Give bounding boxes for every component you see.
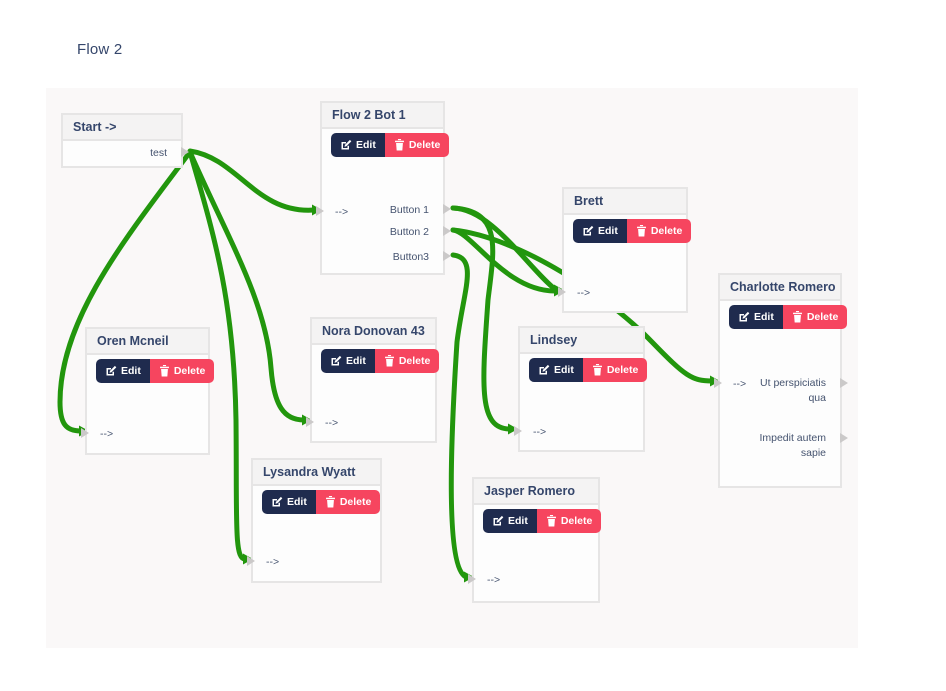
- edit-pencil-icon: [341, 139, 352, 150]
- flow-node-oren[interactable]: Oren Mcneil Edit Delete -->: [81, 327, 215, 455]
- edit-pencil-icon: [583, 225, 594, 236]
- trash-icon: [325, 496, 335, 508]
- node-actions: Edit Delete: [573, 219, 692, 243]
- node-title: Oren Mcneil: [87, 329, 208, 355]
- input-port[interactable]: [81, 428, 89, 438]
- input-port[interactable]: [247, 556, 255, 566]
- trash-icon: [159, 365, 169, 377]
- edit-button[interactable]: Edit: [331, 133, 385, 157]
- flow-node-lysandra[interactable]: Lysandra Wyatt Edit Delete -->: [247, 458, 382, 583]
- node-title: Brett: [564, 189, 686, 215]
- output-label: Button 2: [389, 226, 429, 238]
- trash-icon: [792, 311, 802, 323]
- output-label: Button 1: [389, 204, 429, 216]
- flow-node-charlotte[interactable]: Charlotte Romero Edit Delete --> Ut persp…: [714, 273, 848, 488]
- node-title: Charlotte Romero: [720, 275, 840, 301]
- delete-button[interactable]: Delete: [536, 509, 602, 533]
- trash-icon: [636, 225, 646, 237]
- flow-node-jasper[interactable]: Jasper Romero Edit Delete -->: [468, 477, 602, 603]
- input-label: -->: [266, 556, 280, 568]
- input-port[interactable]: [468, 574, 476, 584]
- page-title: Flow 2: [77, 41, 123, 58]
- delete-button[interactable]: Delete: [582, 358, 648, 382]
- edit-button[interactable]: Edit: [321, 349, 375, 373]
- trash-icon: [546, 515, 556, 527]
- edit-pencil-icon: [539, 364, 550, 375]
- output-port[interactable]: [443, 226, 451, 236]
- output-port[interactable]: [181, 147, 189, 157]
- input-port[interactable]: [316, 206, 324, 216]
- edit-pencil-icon: [493, 515, 504, 526]
- node-actions: Edit Delete: [262, 490, 381, 514]
- input-label: -->: [577, 287, 591, 299]
- input-port[interactable]: [558, 287, 566, 297]
- flow-node-lindsey[interactable]: Lindsey Edit Delete -->: [514, 326, 648, 452]
- delete-button[interactable]: Delete: [626, 219, 692, 243]
- flow-node-nora[interactable]: Nora Donovan 43 Edit Delete -->: [306, 317, 440, 443]
- output-port[interactable]: [443, 251, 451, 261]
- edit-button[interactable]: Edit: [573, 219, 627, 243]
- flow-node-start[interactable]: Start -> test: [61, 113, 189, 168]
- edit-button[interactable]: Edit: [483, 509, 537, 533]
- input-label: -->: [100, 428, 114, 440]
- trash-icon: [592, 364, 602, 376]
- page-header: Flow 2: [46, 28, 858, 88]
- input-port[interactable]: [514, 426, 522, 436]
- output-label: test: [150, 147, 167, 159]
- input-label: -->: [335, 206, 349, 218]
- node-actions: Edit Delete: [529, 358, 648, 382]
- flow-node-flow2bot1[interactable]: Flow 2 Bot 1 Edit Delete --> Button 1 Butt…: [316, 101, 451, 275]
- input-port[interactable]: [714, 378, 722, 388]
- node-actions: Edit Delete: [331, 133, 450, 157]
- input-label: -->: [325, 417, 339, 429]
- node-actions: Edit Delete: [96, 359, 215, 383]
- node-actions: Edit Delete: [483, 509, 602, 533]
- input-label: -->: [487, 574, 501, 586]
- trash-icon: [384, 355, 394, 367]
- output-port[interactable]: [840, 433, 848, 443]
- delete-button[interactable]: Delete: [149, 359, 215, 383]
- output-port[interactable]: [443, 204, 451, 214]
- edit-pencil-icon: [272, 496, 283, 507]
- output-label: Button3: [392, 251, 429, 263]
- node-title: Jasper Romero: [474, 479, 598, 505]
- delete-button[interactable]: Delete: [374, 349, 440, 373]
- input-label: -->: [733, 378, 747, 390]
- node-title: Start ->: [63, 115, 181, 141]
- output-label: Impedit autem sapie: [759, 432, 826, 459]
- output-port[interactable]: [840, 378, 848, 388]
- trash-icon: [394, 139, 404, 151]
- flow-node-brett[interactable]: Brett Edit Delete -->: [558, 187, 692, 313]
- node-actions: Edit Delete: [729, 305, 848, 329]
- edit-pencil-icon: [739, 311, 750, 322]
- edit-button[interactable]: Edit: [96, 359, 150, 383]
- node-actions: Edit Delete: [321, 349, 440, 373]
- edit-button[interactable]: Edit: [529, 358, 583, 382]
- edit-button[interactable]: Edit: [262, 490, 316, 514]
- edit-button[interactable]: Edit: [729, 305, 783, 329]
- output-label: Ut perspiciatis qua: [760, 377, 826, 404]
- node-title: Nora Donovan 43: [312, 319, 435, 345]
- edit-pencil-icon: [331, 355, 342, 366]
- edit-pencil-icon: [106, 365, 117, 376]
- node-title: Lindsey: [520, 328, 643, 354]
- node-title: Lysandra Wyatt: [253, 460, 380, 486]
- input-port[interactable]: [306, 417, 314, 427]
- delete-button[interactable]: Delete: [782, 305, 848, 329]
- node-title: Flow 2 Bot 1: [322, 103, 443, 129]
- input-label: -->: [533, 426, 547, 438]
- delete-button[interactable]: Delete: [315, 490, 381, 514]
- delete-button[interactable]: Delete: [384, 133, 450, 157]
